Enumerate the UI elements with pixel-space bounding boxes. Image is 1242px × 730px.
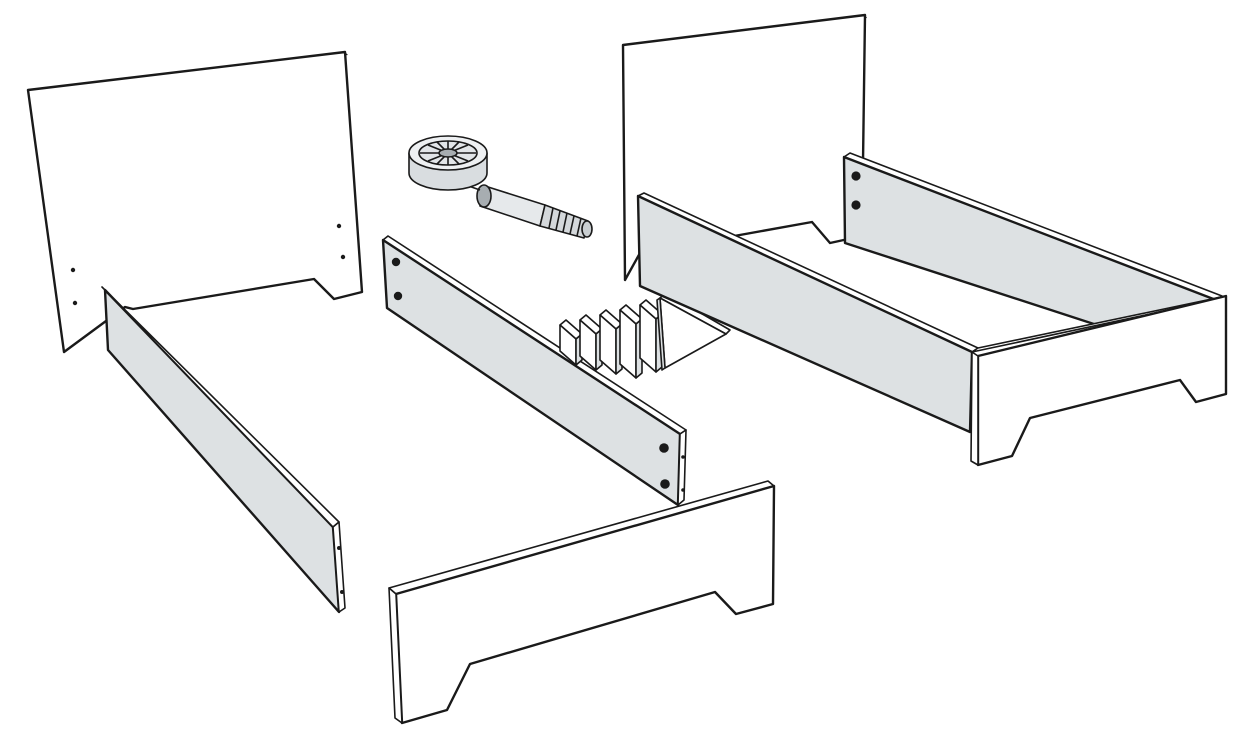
dowel-hole — [391, 257, 401, 267]
headboard-left-holes — [70, 223, 346, 306]
side-rail-middle — [381, 235, 687, 507]
side-rail-left-top — [101, 286, 340, 528]
bed-near-rail-face — [636, 194, 974, 434]
side-rail-left-end — [332, 521, 346, 613]
side-rail-left-face — [103, 288, 341, 614]
dowel-hole — [851, 200, 861, 210]
screw-hole — [70, 267, 76, 273]
rail-screw-hole — [681, 488, 685, 492]
side-rail-left — [101, 286, 346, 614]
bolt-tip — [581, 220, 593, 238]
headboard-left-face — [26, 50, 364, 354]
slat — [579, 314, 603, 371]
bed-footboard-side — [970, 351, 979, 466]
dowel-hole — [660, 479, 670, 489]
slat — [599, 309, 623, 375]
screw-hole — [72, 300, 78, 306]
cam-bolt — [459, 182, 593, 239]
rail-screw-hole — [340, 590, 344, 594]
side-rail-middle-end — [677, 429, 687, 506]
screw-hole — [336, 223, 342, 229]
footboard-side-edge — [388, 587, 403, 724]
bed-far-rail-face — [842, 155, 1218, 328]
slat — [619, 304, 643, 379]
rail-screw-hole — [681, 455, 685, 459]
screw-hole — [340, 254, 346, 260]
bolt-neck — [476, 184, 492, 208]
dowel-hole — [659, 443, 669, 453]
footboard — [388, 480, 776, 725]
assembled-bed — [621, 13, 1228, 467]
slats-and-bracket — [559, 292, 731, 379]
headboard-left — [26, 50, 364, 354]
cam-housing — [408, 135, 488, 191]
footboard-face — [394, 484, 776, 725]
bed-footboard-face — [976, 294, 1228, 467]
dowel-hole — [851, 171, 861, 181]
cam-lock-fitting — [408, 135, 593, 239]
dowel-hole — [393, 291, 403, 301]
cam-hub — [438, 148, 458, 158]
rail-screw-hole — [337, 546, 341, 550]
